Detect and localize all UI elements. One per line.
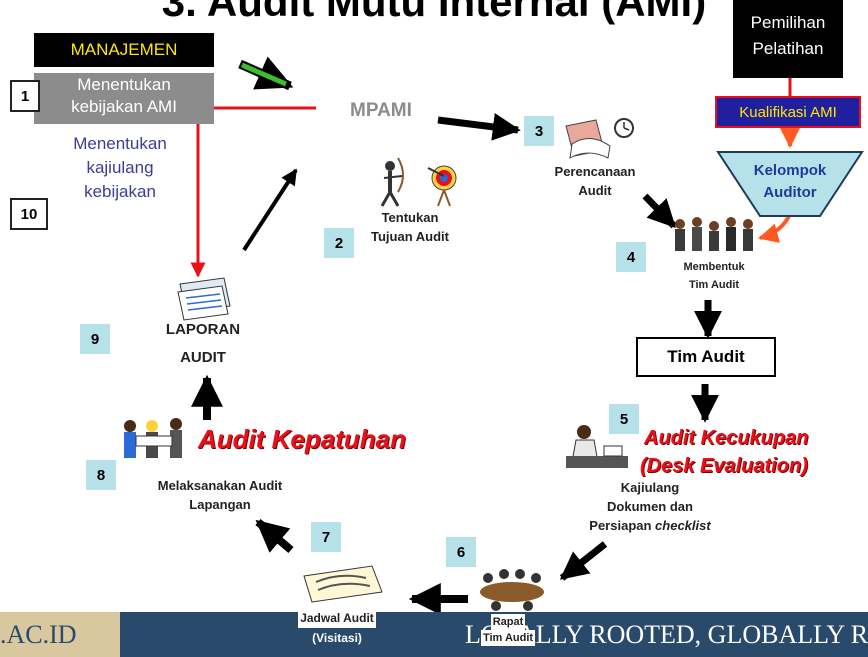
kelompok-auditor-funnel [716, 151, 864, 217]
menentukan-kebijakan-box: Menentukan kebijakan AMI [34, 73, 214, 124]
manajemen-label: MANAJEMEN [70, 40, 178, 59]
laporan-line1: LAPORAN [165, 321, 241, 338]
kajiulang-kebijakan-text: Menentukan kajiulang kebijakan [40, 132, 200, 204]
step-9: 9 [80, 324, 110, 354]
book-clock-icon [565, 118, 634, 159]
arrow-mpami-to-perencanaan [437, 112, 521, 141]
tim-audit-box: Tim Audit [636, 337, 776, 377]
mpami-label: MPAMI [350, 100, 412, 121]
kajiulang-line3: kebijakan [84, 182, 156, 201]
rapat-tim-label: Rapat Tim Audit [468, 614, 548, 646]
step-10: 10 [10, 198, 48, 230]
tentukan-line1: Tentukan [381, 210, 439, 225]
step-7: 7 [311, 522, 341, 552]
manajemen-box: MANAJEMEN [34, 33, 214, 67]
pemilihan-pelatihan-box: Pemilihan Pelatihan [733, 0, 843, 78]
step-5: 5 [609, 404, 639, 434]
archery-icon [380, 157, 457, 207]
workers-icon [124, 418, 182, 458]
arrow-laporan-to-mpami [242, 168, 298, 252]
membentuk-tim-label: Membentuk Tim Audit [664, 258, 764, 294]
team-people-icon [675, 217, 753, 251]
kajiulang-dok-line2: Dokumen dan [607, 499, 693, 514]
jadwal-line2: (Visitasi) [312, 631, 362, 645]
jadwal-audit-label: Jadwal Audit (Visitasi) [272, 608, 402, 648]
binder-icon [303, 565, 383, 603]
kelompok-auditor-label: Kelompok Auditor [740, 160, 840, 204]
footer-left-panel [0, 612, 120, 657]
footer-bar [0, 612, 868, 657]
perencanaan-audit-label: Perencanaan Audit [540, 162, 650, 200]
arrow-perencanaan-to-membentuk [642, 193, 677, 229]
page-title: 3. Audit Mutu Internal (AMI) [161, 0, 707, 25]
menentukan-line1: Menentukan [77, 75, 171, 94]
arrow-jadwal-to-melaksanakan [255, 518, 294, 554]
perencanaan-line1: Perencanaan [554, 164, 636, 179]
kajiulang-line2: kajiulang [86, 158, 154, 177]
kelompok-line2: Auditor [763, 184, 817, 201]
jadwal-line1: Jadwal Audit [298, 608, 376, 628]
menentukan-line2: kebijakan AMI [71, 97, 177, 116]
red-feedback-line [190, 106, 316, 278]
laporan-line2: AUDIT [180, 349, 226, 366]
step-4: 4 [616, 242, 646, 272]
arrow-kelompok-to-membentuk [758, 213, 792, 243]
melaksanakan-audit-label: Melaksanakan Audit Lapangan [130, 476, 310, 514]
step-6: 6 [446, 537, 476, 567]
perencanaan-line2: Audit [578, 183, 612, 198]
meeting-table-icon [480, 569, 544, 611]
audit-kepatuhan-label: Audit Kepatuhan [198, 424, 406, 454]
kajiulang-line1: Menentukan [73, 134, 167, 153]
membentuk-line1: Membentuk [683, 261, 745, 273]
rapat-line2: Tim Audit [480, 630, 536, 646]
kelompok-line1: Kelompok [753, 162, 827, 179]
footer-left-text: .AC.ID [0, 620, 77, 649]
step-8: 8 [86, 460, 116, 490]
audit-kecukupan-line1: Audit Kecukupan [644, 427, 809, 449]
tentukan-tujuan-label: Tentukan Tujuan Audit [350, 208, 470, 246]
audit-kecukupan-label: Audit Kecukupan (Desk Evaluation) [640, 424, 868, 480]
laporan-audit-label: LAPORAN AUDIT [148, 316, 258, 372]
kajiulang-dokumen-label: Kajiulang Dokumen dan Persiapan checklis… [560, 478, 740, 535]
tentukan-line2: Tujuan Audit [371, 229, 449, 244]
kajiulang-dok-line1: Kajiulang [620, 480, 680, 495]
kualifikasi-ami-box: Kualifikasi AMI [715, 96, 861, 128]
melaksanakan-line1: Melaksanakan Audit [157, 478, 283, 493]
kajiulang-dok-line3a: Persiapan [589, 518, 656, 533]
audit-kecukupan-line2: (Desk Evaluation) [640, 455, 808, 477]
step-3: 3 [524, 116, 554, 146]
melaksanakan-line2: Lapangan [189, 497, 251, 512]
pemilihan-line2: Pelatihan [752, 39, 824, 58]
desk-person-icon [566, 425, 628, 468]
step-2: 2 [324, 228, 354, 258]
kajiulang-dok-line3: Persiapan checklist [560, 516, 740, 535]
step-1: 1 [10, 80, 40, 112]
membentuk-line2: Tim Audit [688, 279, 740, 291]
arrow-kajiulang-to-rapat [559, 541, 608, 581]
kajiulang-dok-line3b: checklist [655, 518, 711, 533]
pemilihan-line1: Pemilihan [750, 13, 826, 32]
green-arrow [238, 56, 294, 91]
document-stack-icon [177, 277, 231, 321]
rapat-line1: Rapat [490, 614, 526, 630]
